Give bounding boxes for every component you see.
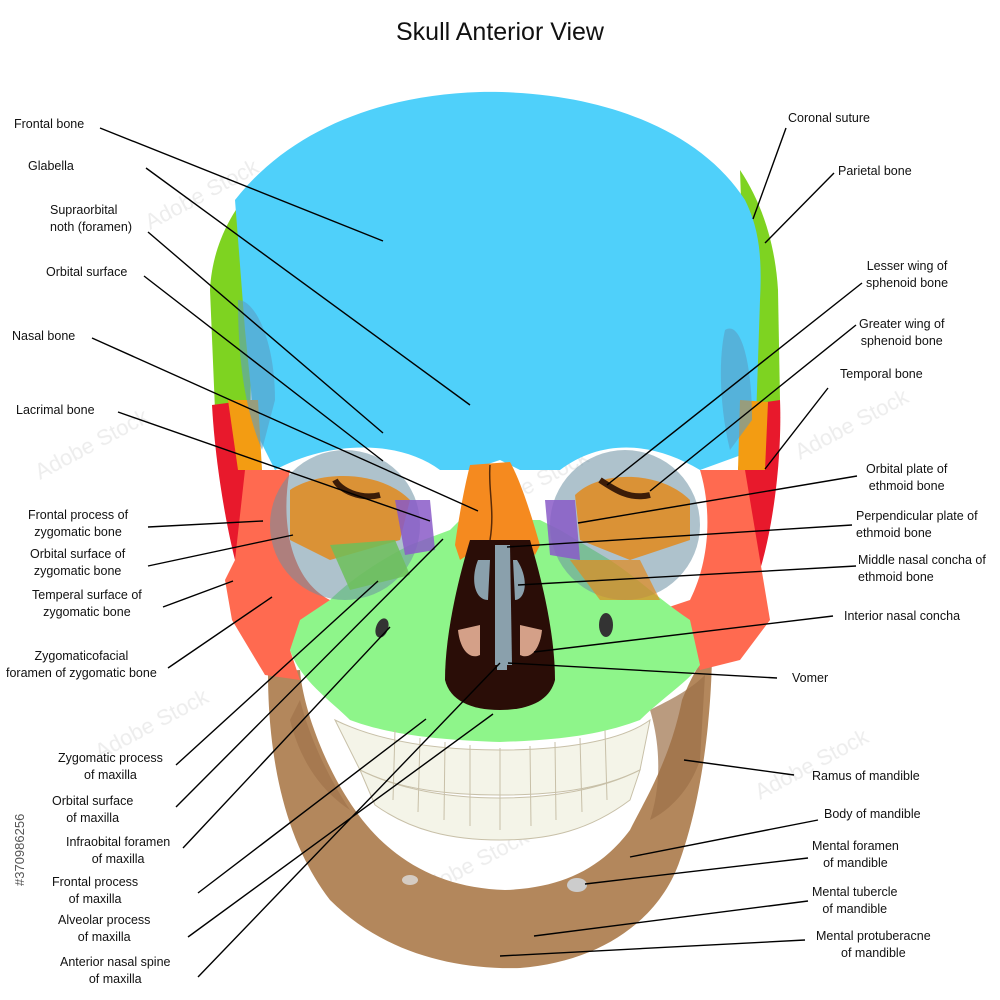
line-orbital-plate-ethmoid: [577, 475, 858, 524]
line-anterior-nasal-spine: [197, 662, 501, 978]
line-lacrimal-bone: [117, 411, 431, 522]
label-infraorbital-foramen: Infraobital foramen of maxilla: [66, 835, 171, 866]
line-infraorbital-foramen: [182, 626, 391, 849]
label-supraorbital-notch: Supraorbital noth (foramen): [50, 203, 132, 234]
left-orbit: [270, 450, 435, 600]
line-orbital-surface-max: [175, 538, 444, 808]
label-lesser-wing-sphenoid: Lesser wing of sphenoid bone: [866, 259, 949, 290]
label-anterior-nasal-spine: Anterior nasal spine of maxilla: [60, 955, 171, 986]
line-temperal-surface-zyg: [162, 580, 234, 608]
label-frontal-process-zygomatic: Frontal process of zygomatic bone: [28, 508, 129, 539]
line-greater-wing: [649, 324, 857, 492]
line-vomer: [507, 662, 778, 679]
line-mental-protuberance: [499, 939, 806, 957]
temporal-fossa-left: [238, 300, 275, 450]
label-orbital-surface: Orbital surface: [46, 265, 128, 279]
inferior-nasal-concha: [458, 625, 542, 657]
label-orbital-plate-ethmoid: Orbital plate of ethmoid bone: [866, 462, 948, 493]
label-lacrimal-bone: Lacrimal bone: [16, 403, 95, 417]
line-nasal-bone: [91, 337, 479, 512]
infraorbital-foramen-right: [599, 613, 613, 637]
line-glabella: [145, 167, 471, 406]
label-interior-nasal-concha: Interior nasal concha: [844, 609, 961, 623]
line-middle-nasal-concha: [517, 565, 857, 586]
ramus-right: [650, 675, 705, 820]
label-mental-protuberance: Mental protuberacne of mandible: [816, 929, 931, 960]
middle-nasal-concha: [474, 560, 525, 600]
label-mental-foramen: Mental foramen of mandible: [812, 839, 899, 870]
label-parietal-bone: Parietal bone: [838, 164, 912, 178]
line-frontal-process-zyg: [147, 520, 264, 528]
mental-foramen-right: [567, 878, 587, 892]
stock-id-text: #370986256: [12, 813, 27, 887]
label-middle-nasal-concha: Middle nasal concha of ethmoid bone: [858, 553, 986, 584]
leader-lines: [91, 127, 863, 978]
line-parietal-bone: [764, 172, 835, 244]
line-temporal-bone: [764, 387, 829, 470]
line-orbital-surface: [143, 275, 384, 462]
line-interior-nasal-concha: [533, 615, 834, 653]
label-vomer: Vomer: [792, 671, 829, 685]
nasal-suture: [488, 464, 493, 541]
label-alveolar-process-maxilla: Alveolar process of maxilla: [58, 913, 151, 944]
line-frontal-bone: [99, 127, 384, 242]
line-mental-tubercle: [533, 900, 809, 937]
line-perpendicular-plate: [506, 524, 853, 548]
tooth-lines: [392, 729, 608, 830]
label-glabella: Glabella: [28, 159, 74, 173]
line-alveolar-process-max: [187, 713, 494, 938]
line-supraorbital: [147, 231, 384, 434]
label-mental-tubercle: Mental tubercle of mandible: [812, 885, 898, 916]
label-frontal-process-maxilla: Frontal process of maxilla: [52, 875, 139, 906]
watermark-text: Adobe Stock: [751, 723, 874, 804]
label-orbital-surface-zygomatic: Orbital surface of zygomatic bone: [30, 547, 126, 578]
label-temporal-bone: Temporal bone: [840, 367, 923, 381]
label-orbital-surface-maxilla: Orbital surface of maxilla: [52, 794, 134, 825]
label-coronal-suture: Coronal suture: [788, 111, 870, 125]
line-lesser-wing: [606, 282, 863, 486]
line-zygomatic-process-max: [175, 580, 379, 766]
label-temperal-surface-zygomatic: Temperal surface of zygomatic bone: [32, 588, 142, 619]
mandible-bone: [268, 650, 712, 969]
frontal-bone: [235, 91, 761, 470]
ramus-left: [290, 700, 350, 810]
line-ramus-mandible: [683, 759, 795, 776]
diagram-title: Skull Anterior View: [396, 18, 604, 46]
line-coronal-suture: [752, 127, 787, 220]
nasal-bone: [455, 462, 540, 560]
label-frontal-bone: Frontal bone: [14, 117, 85, 131]
label-zygomaticofacial-foramen: Zygomaticofacial foramen of zygomatic bo…: [6, 649, 157, 680]
vomer-bone: [497, 610, 507, 670]
label-perpendicular-plate-ethmoid: Perpendicular plate of ethmoid bone: [856, 509, 978, 540]
mental-foramen-left: [402, 875, 418, 885]
label-zygomatic-process-maxilla: Zygomatic process of maxilla: [58, 751, 163, 782]
line-zygomaticofacial: [167, 596, 273, 669]
line-frontal-process-max: [197, 718, 427, 894]
line-body-mandible: [629, 819, 819, 858]
label-greater-wing-sphenoid: Greater wing of sphenoid bone: [859, 317, 945, 348]
label-nasal-bone: Nasal bone: [12, 329, 76, 343]
line-mental-foramen: [584, 857, 809, 885]
watermark-text: Adobe Stock: [791, 383, 914, 464]
line-orbital-surface-zyg: [147, 534, 294, 567]
temporal-fossa-right: [720, 328, 752, 450]
label-body-mandible: Body of mandible: [824, 807, 921, 821]
label-ramus-mandible: Ramus of mandible: [812, 769, 920, 783]
upper-teeth: [333, 718, 651, 796]
